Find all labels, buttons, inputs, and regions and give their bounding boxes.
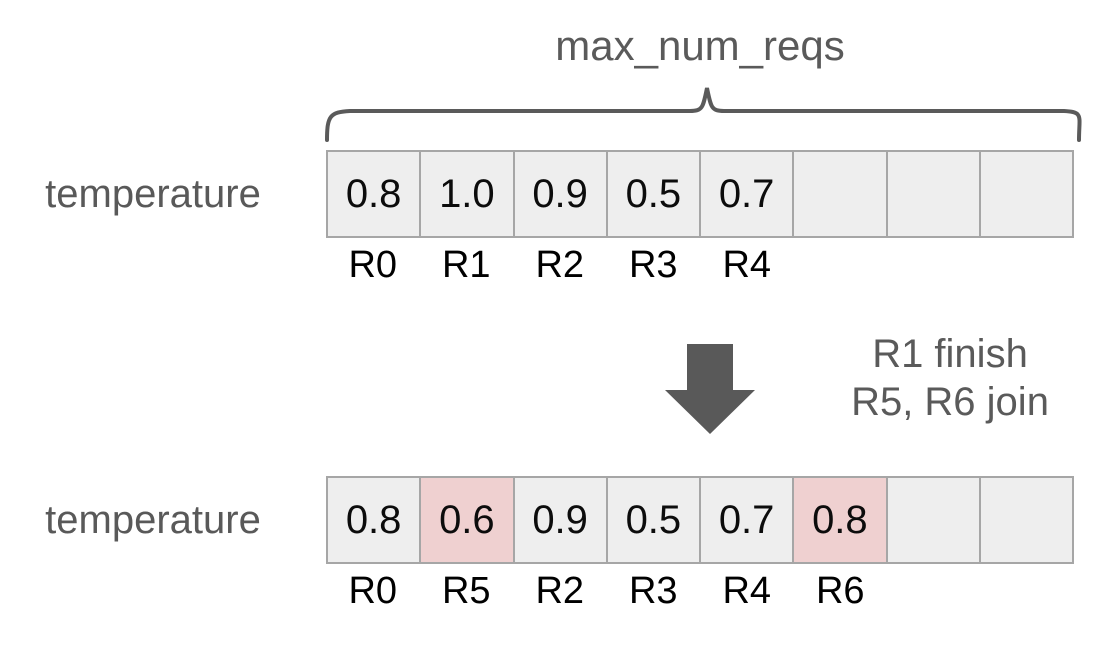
slot-tag: R1 xyxy=(441,244,491,286)
slot-tag: R2 xyxy=(535,244,585,286)
slot-cell[interactable]: 0.8 xyxy=(328,478,422,562)
slot-tag xyxy=(794,242,888,288)
slot-cell[interactable]: 0.7 xyxy=(701,478,795,562)
slot-cell-highlighted[interactable]: 0.6 xyxy=(421,478,515,562)
slot-tag: R2 xyxy=(535,570,585,612)
slot-tag: R4 xyxy=(722,570,772,612)
slot-tag xyxy=(887,242,981,288)
slot-array-after: 0.8 0.6 0.9 0.5 0.7 0.8 xyxy=(326,476,1074,564)
arrow-down-icon xyxy=(665,344,755,434)
slot-tag: R0 xyxy=(348,570,398,612)
curly-brace-top-icon xyxy=(325,87,1082,142)
slot-tag xyxy=(887,568,981,614)
slot-cell-highlighted[interactable]: 0.8 xyxy=(794,478,888,562)
slot-cell[interactable]: 0.5 xyxy=(607,152,701,236)
slot-array-before: 0.8 1.0 0.9 0.5 0.7 xyxy=(326,150,1074,238)
slot-tag: R5 xyxy=(441,570,491,612)
slot-tags-after: R0 R5 R2 R3 R4 R6 xyxy=(326,568,1074,614)
slot-cell[interactable] xyxy=(887,152,981,236)
slot-tag xyxy=(981,568,1075,614)
slot-tag: R3 xyxy=(628,244,678,286)
slot-tag: R4 xyxy=(722,244,772,286)
transition-annotation: R1 finish R5, R6 join xyxy=(790,330,1110,426)
slot-cell[interactable] xyxy=(980,152,1072,236)
slot-tags-before: R0 R1 R2 R3 R4 xyxy=(326,242,1074,288)
slot-tag: R0 xyxy=(348,244,398,286)
slot-cell[interactable] xyxy=(794,152,888,236)
slot-cell[interactable]: 0.9 xyxy=(514,152,608,236)
slot-cell[interactable]: 0.8 xyxy=(328,152,422,236)
slot-cell[interactable] xyxy=(887,478,981,562)
row-label-temperature-before: temperature xyxy=(45,172,261,216)
slot-tag: R6 xyxy=(815,570,865,612)
slot-cell[interactable]: 0.5 xyxy=(607,478,701,562)
slot-tag xyxy=(981,242,1075,288)
transition-line: R5, R6 join xyxy=(851,380,1049,424)
slot-cell[interactable] xyxy=(980,478,1072,562)
slot-tag: R3 xyxy=(628,570,678,612)
slot-cell[interactable]: 0.7 xyxy=(701,152,795,236)
row-label-temperature-after: temperature xyxy=(45,498,261,542)
slot-cell[interactable]: 1.0 xyxy=(421,152,515,236)
page-title: max_num_reqs xyxy=(555,22,845,69)
slot-cell[interactable]: 0.9 xyxy=(514,478,608,562)
transition-line: R1 finish xyxy=(872,332,1028,376)
